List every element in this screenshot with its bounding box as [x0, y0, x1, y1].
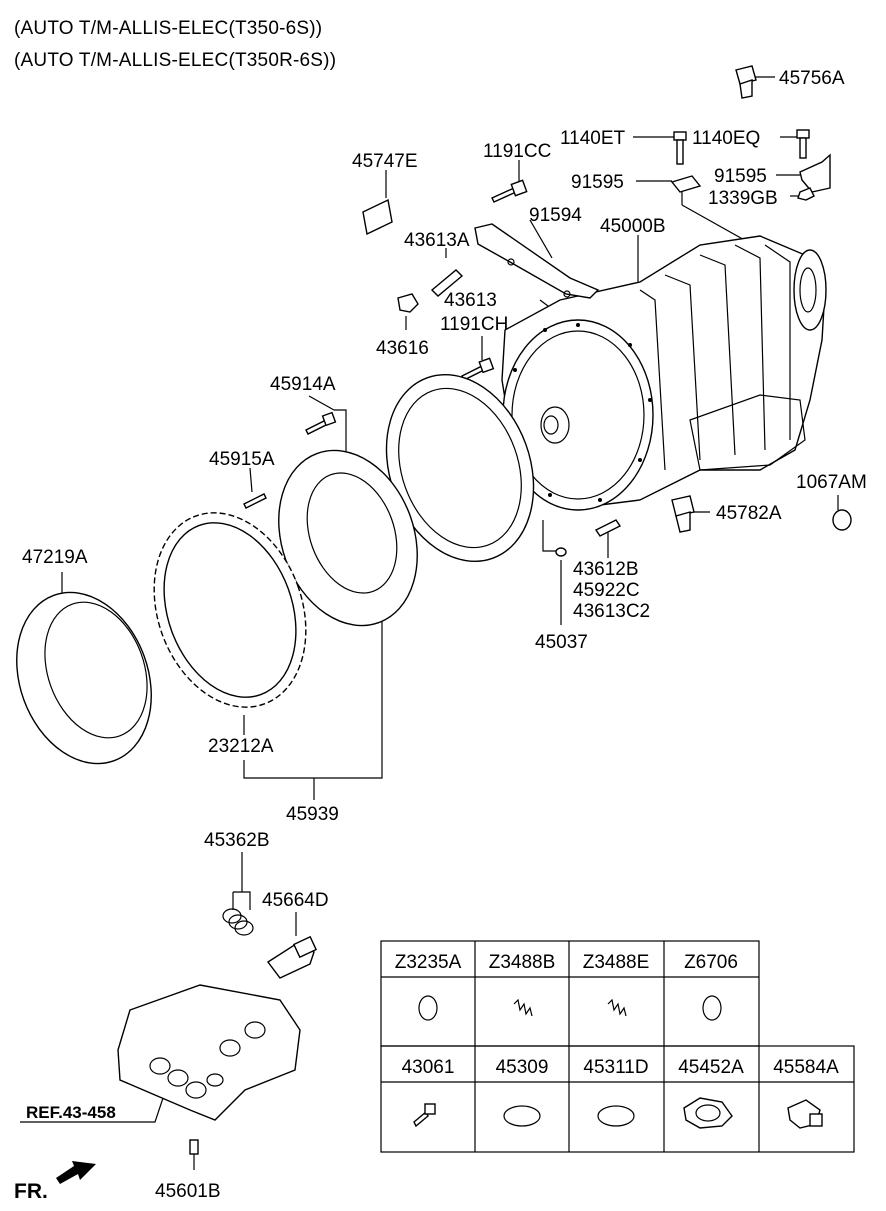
ref-label[interactable]: REF.43-458 — [26, 1103, 116, 1122]
table-header: 45452A — [678, 1057, 744, 1078]
label-43612B: 43612B — [573, 559, 639, 580]
label-45000B: 45000B — [600, 216, 666, 237]
spring-icon — [513, 998, 533, 1017]
table-header: Z3235A — [395, 952, 462, 973]
label-47219A: 47219A — [22, 547, 88, 568]
plug-1067AM-icon — [832, 509, 852, 531]
label-45756A: 45756A — [779, 68, 845, 89]
label-43613C2: 43613C2 — [573, 601, 650, 622]
o-ring-icon — [503, 1105, 541, 1127]
bracket-hole-icon — [563, 290, 571, 298]
ring-gear-23212A-icon — [153, 512, 307, 708]
bracket-91594-icon — [474, 223, 600, 299]
label-45914A: 45914A — [270, 374, 336, 395]
label-45664D: 45664D — [262, 890, 329, 911]
label-1067AM: 1067AM — [796, 472, 867, 493]
label-45037: 45037 — [535, 632, 588, 653]
label-1191CH: 1191CH — [440, 314, 508, 335]
o-ring-icon — [702, 995, 722, 1021]
label-43613A: 43613A — [404, 230, 470, 251]
label-1191CC: 1191CC — [483, 141, 551, 162]
clip-91595-right-icon — [799, 153, 831, 193]
bracket-hole-icon — [507, 258, 515, 266]
o-rings-45362B-icon — [222, 908, 254, 936]
label-1140EQ: 1140EQ — [692, 128, 760, 149]
label-45362B: 45362B — [204, 830, 270, 851]
table-header: Z3488B — [489, 952, 556, 973]
label-45939: 45939 — [286, 804, 339, 825]
label-45601B: 45601B — [155, 1181, 221, 1202]
label-43613: 43613 — [444, 290, 497, 311]
pin-45601B-icon — [189, 1139, 199, 1155]
spring-icon — [607, 998, 627, 1017]
gasket-icon — [683, 1097, 733, 1129]
table-header: Z3488E — [583, 952, 650, 973]
plug-45756A-icon — [735, 65, 757, 99]
label-45915A: 45915A — [209, 449, 275, 470]
table-header: 43061 — [402, 1057, 455, 1078]
plate-47219A-icon — [16, 591, 152, 765]
label-91595-right: 91595 — [714, 166, 767, 187]
callout-labels: 45756A 1140ET 1140EQ 1191CC 45747E 91595… — [22, 68, 867, 1202]
bolt-1140ET-icon — [673, 131, 687, 165]
bolt-1140EQ-icon — [796, 129, 810, 159]
sensor-45664D-icon — [266, 935, 318, 979]
bolt-icon — [413, 1103, 436, 1128]
label-45747E: 45747E — [352, 151, 418, 172]
label-45782A: 45782A — [716, 503, 782, 524]
nut-43616-icon — [397, 293, 419, 313]
table-header: 45309 — [496, 1057, 549, 1078]
bolt-1191CC-icon — [491, 179, 528, 203]
table-header: 45584A — [773, 1057, 839, 1078]
bolt-45915A-icon — [243, 493, 267, 509]
header-line-2: (AUTO T/M-ALLIS-ELEC(T350R-6S)) — [14, 50, 337, 71]
label-1339GB: 1339GB — [708, 188, 778, 209]
parts-table: Z3235A Z3488B Z3488E Z6706 43061 45309 4… — [380, 940, 855, 1153]
transmission-assembly-icon — [501, 235, 827, 511]
sensor-icon — [787, 1099, 823, 1129]
label-91594: 91594 — [529, 205, 582, 226]
bolt-1191CH-icon — [461, 357, 495, 381]
stud-43613A-icon — [430, 269, 464, 297]
clip-91595-left-icon — [670, 175, 702, 193]
bolt-45914A-icon — [305, 411, 337, 435]
label-1140ET: 1140ET — [560, 128, 626, 149]
bolt-43612B-icon — [594, 519, 622, 537]
front-direction-label: FR. — [14, 1180, 48, 1203]
o-ring-icon — [418, 995, 438, 1021]
label-91595-left: 91595 — [571, 172, 624, 193]
washer-45037-icon — [555, 547, 567, 557]
nut-1339GB-icon — [797, 187, 815, 201]
valve-body-icon — [117, 984, 301, 1121]
label-23212A: 23212A — [208, 736, 274, 757]
header-line-1: (AUTO T/M-ALLIS-ELEC(T350-6S)) — [14, 18, 323, 39]
plug-45782A-icon — [671, 495, 695, 533]
o-ring-icon — [597, 1105, 635, 1127]
plate-45747E-icon — [362, 198, 393, 236]
label-43616: 43616 — [376, 338, 429, 359]
front-arrow-icon — [56, 1161, 96, 1184]
housing-gasket-icon — [385, 373, 535, 563]
label-45922C: 45922C — [573, 580, 640, 601]
table-header: 45311D — [583, 1057, 648, 1078]
table-header: Z6706 — [684, 952, 738, 973]
